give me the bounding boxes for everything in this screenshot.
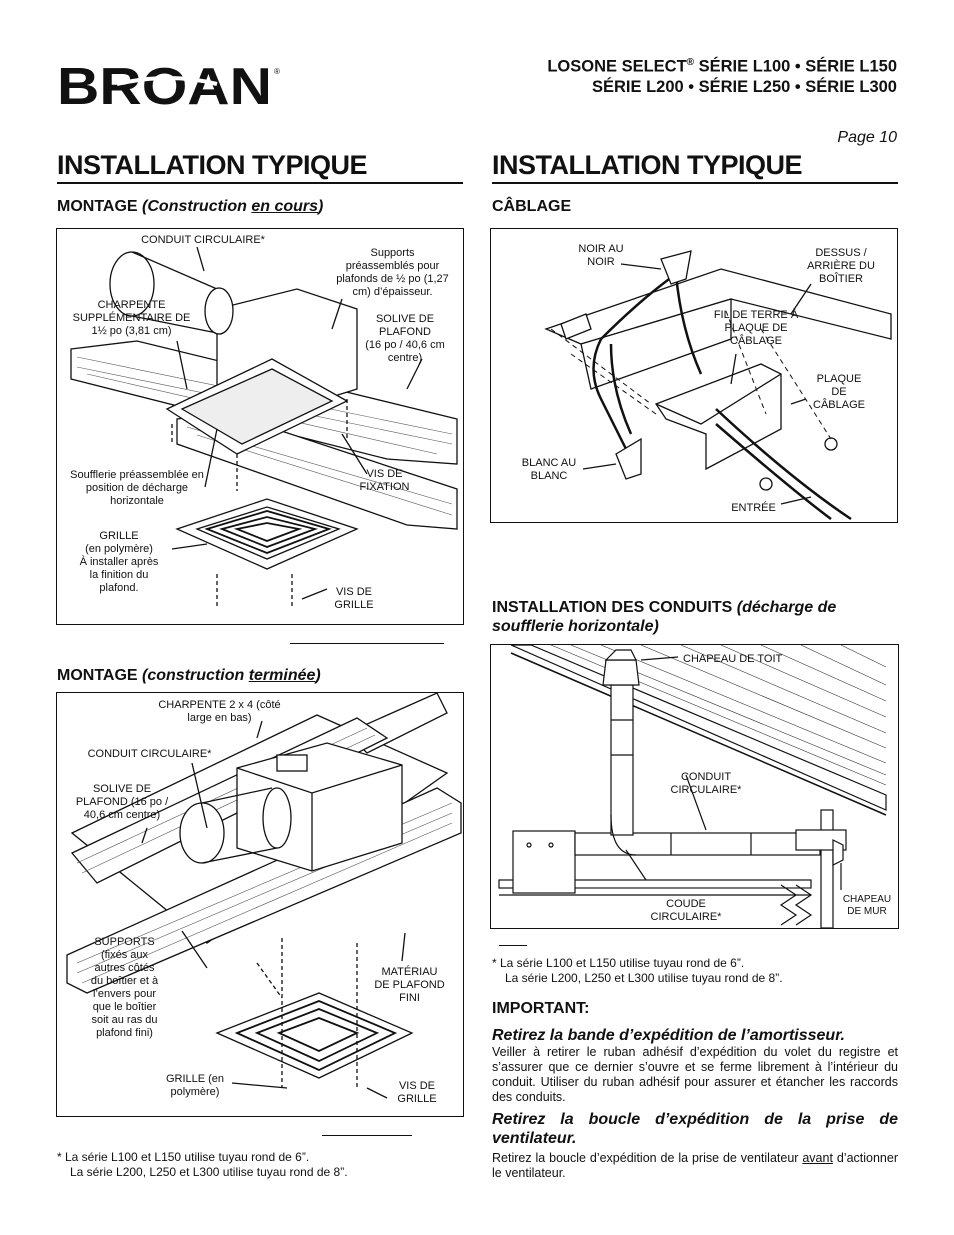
separator-rule-2	[322, 1135, 412, 1136]
montage-en-cours-drawing	[70, 246, 458, 607]
subhead-amortisseur: Retirez la bande d’expédition de l’amort…	[492, 1027, 845, 1044]
broan-logo-mark: BROAN ®	[57, 62, 282, 108]
body-amortisseur: Veiller à retirer le ruban adhésif d’exp…	[492, 1045, 898, 1104]
label-coude: COUDE CIRCULAIRE*	[650, 898, 722, 923]
label-chapeau-mur: CHAPEAU DE MUR	[842, 894, 892, 917]
label-conduit-circulaire: CONDUIT CIRCULAIRE*	[141, 234, 265, 246]
model-line-2: SÉRIE L200 • SÉRIE L250 • SÉRIE L300	[591, 78, 897, 96]
montage2-head-it1: (construction	[142, 667, 249, 684]
montage2-heading: MONTAGE (construction terminée)	[57, 667, 321, 685]
label-materiau: MATÉRIAU DE PLAFOND FINI	[374, 966, 445, 1004]
label-entree: ENTRÉE	[731, 502, 776, 514]
conduits-heading: INSTALLATION DES CONDUITS (décharge de s…	[492, 598, 836, 636]
label-vis-grille: VIS DE GRILLE	[334, 586, 374, 611]
montage1-heading: MONTAGE (Construction en cours)	[57, 198, 323, 216]
label-vis-grille-2: VIS DE GRILLE	[397, 1080, 437, 1105]
svg-text:®: ®	[274, 67, 280, 76]
label-charpente-supp: CHARPENTE SUPPLÉMENTAIRE DE 1½ po (3,81 …	[72, 299, 191, 337]
montage2-head-text: MONTAGE	[57, 667, 143, 684]
montage-termine-figure: CHARPENTE 2 x 4 (côté large en bas) COND…	[56, 692, 464, 1117]
right-footnote-1: * La série L100 et L150 utilise tuyau ro…	[492, 956, 745, 970]
label-fil-terre: FIL DE TERRE À PLAQUE DE CÂBLAGE	[713, 309, 799, 347]
right-footnote-2: La série L200, L250 et L300 utilise tuya…	[505, 971, 783, 985]
label-plaque-cablage: PLAQUE DE CÂBLAGE	[813, 373, 865, 411]
model-line-1-name: LOSONE SELECT	[547, 57, 687, 76]
right-title: INSTALLATION TYPIQUE	[492, 150, 803, 180]
left-title-rule	[57, 182, 463, 184]
montage-termine-drawing	[66, 693, 462, 1099]
montage1-head-text: MONTAGE	[57, 198, 143, 215]
label-conduit-circulaire-2: CONDUIT CIRCULAIRE*	[87, 748, 212, 760]
left-title: INSTALLATION TYPIQUE	[57, 150, 368, 180]
subhead-prise: Retirez la boucle d’expédition de la pri…	[492, 1111, 898, 1147]
montage2-head-it2: terminée	[248, 667, 316, 684]
label-dessus-boitier: DESSUS / ARRIÈRE DU BOÎTIER	[807, 247, 875, 285]
body-prise: Retirez la boucle d’expédition de la pri…	[492, 1151, 898, 1181]
broan-logo: BROAN ®	[57, 62, 282, 108]
label-charpente-2x4: CHARPENTE 2 x 4 (côté large en bas)	[158, 699, 281, 724]
model-line-1: LOSONE SELECT® SÉRIE L100 • SÉRIE L150	[547, 52, 897, 78]
label-blanc: BLANC AU BLANC	[521, 457, 577, 482]
label-supports: Supports préassemblés pour plafonds de ½…	[336, 247, 449, 298]
cablage-heading: CÂBLAGE	[492, 198, 572, 215]
label-chapeau-toit: CHAPEAU DE TOIT	[683, 653, 783, 665]
cablage-drawing	[544, 250, 892, 521]
label-soufflerie: Soufflerie préassemblée en position de d…	[70, 469, 204, 507]
conduits-head-text: INSTALLATION DES CONDUITS	[492, 599, 737, 616]
conduits-head-it: (décharge de	[736, 599, 837, 616]
conduits-drawing	[498, 645, 887, 928]
right-title-rule	[492, 182, 898, 184]
cablage-figure: NOIR AU NOIR DESSUS / ARRIÈRE DU BOÎTIER…	[490, 228, 898, 523]
label-conduit-circulaire-3: CONDUIT CIRCULAIRE*	[670, 771, 742, 796]
conduits-figure: CHAPEAU DE TOIT CONDUIT CIRCULAIRE* COUD…	[490, 644, 899, 929]
model-line-1-series: SÉRIE L100 • SÉRIE L150	[694, 57, 897, 76]
page-number: Page 10	[837, 129, 897, 146]
label-supports-2: SUPPORTS (fixés aux autres côtés du boît…	[90, 936, 159, 1039]
montage2-head-it3: )	[315, 667, 321, 684]
separator-rule-3	[499, 945, 527, 946]
montage1-head-it2: en cours	[251, 198, 319, 215]
montage1-head-it3: )	[318, 198, 324, 215]
important-heading: IMPORTANT:	[492, 1000, 590, 1017]
montage-en-cours-figure: CONDUIT CIRCULAIRE* Supports préassemblé…	[56, 228, 464, 625]
montage1-head-it1: (Construction	[142, 198, 252, 215]
separator-rule-1	[290, 643, 444, 644]
body-prise-pre: Retirez la boucle d’expédition de la pri…	[492, 1151, 803, 1165]
body-prise-underline: avant	[802, 1151, 833, 1165]
label-noir: NOIR AU NOIR	[578, 243, 624, 268]
conduits-head-it2: soufflerie horizontale)	[492, 618, 659, 635]
left-footnote-1: * La série L100 et L150 utilise tuyau ro…	[57, 1150, 310, 1164]
label-vis-fixation: VIS DE FIXATION	[359, 468, 410, 493]
left-footnote-2: La série L200, L250 et L300 utilise tuya…	[70, 1165, 348, 1179]
label-solive-plafond-2: SOLIVE DE PLAFOND (16 po / 40,6 cm centr…	[75, 783, 169, 821]
label-solive-plafond: SOLIVE DE PLAFOND (16 po / 40,6 cm centr…	[365, 313, 445, 364]
body-prise-post: d’actionner le ventilateur.	[492, 1151, 898, 1180]
logo-text: BROAN	[57, 62, 272, 108]
label-grille-2: GRILLE (en polymère)	[165, 1073, 225, 1098]
registered-mark: ®	[686, 57, 695, 68]
label-grille: GRILLE (en polymère) À installer après l…	[79, 530, 159, 594]
